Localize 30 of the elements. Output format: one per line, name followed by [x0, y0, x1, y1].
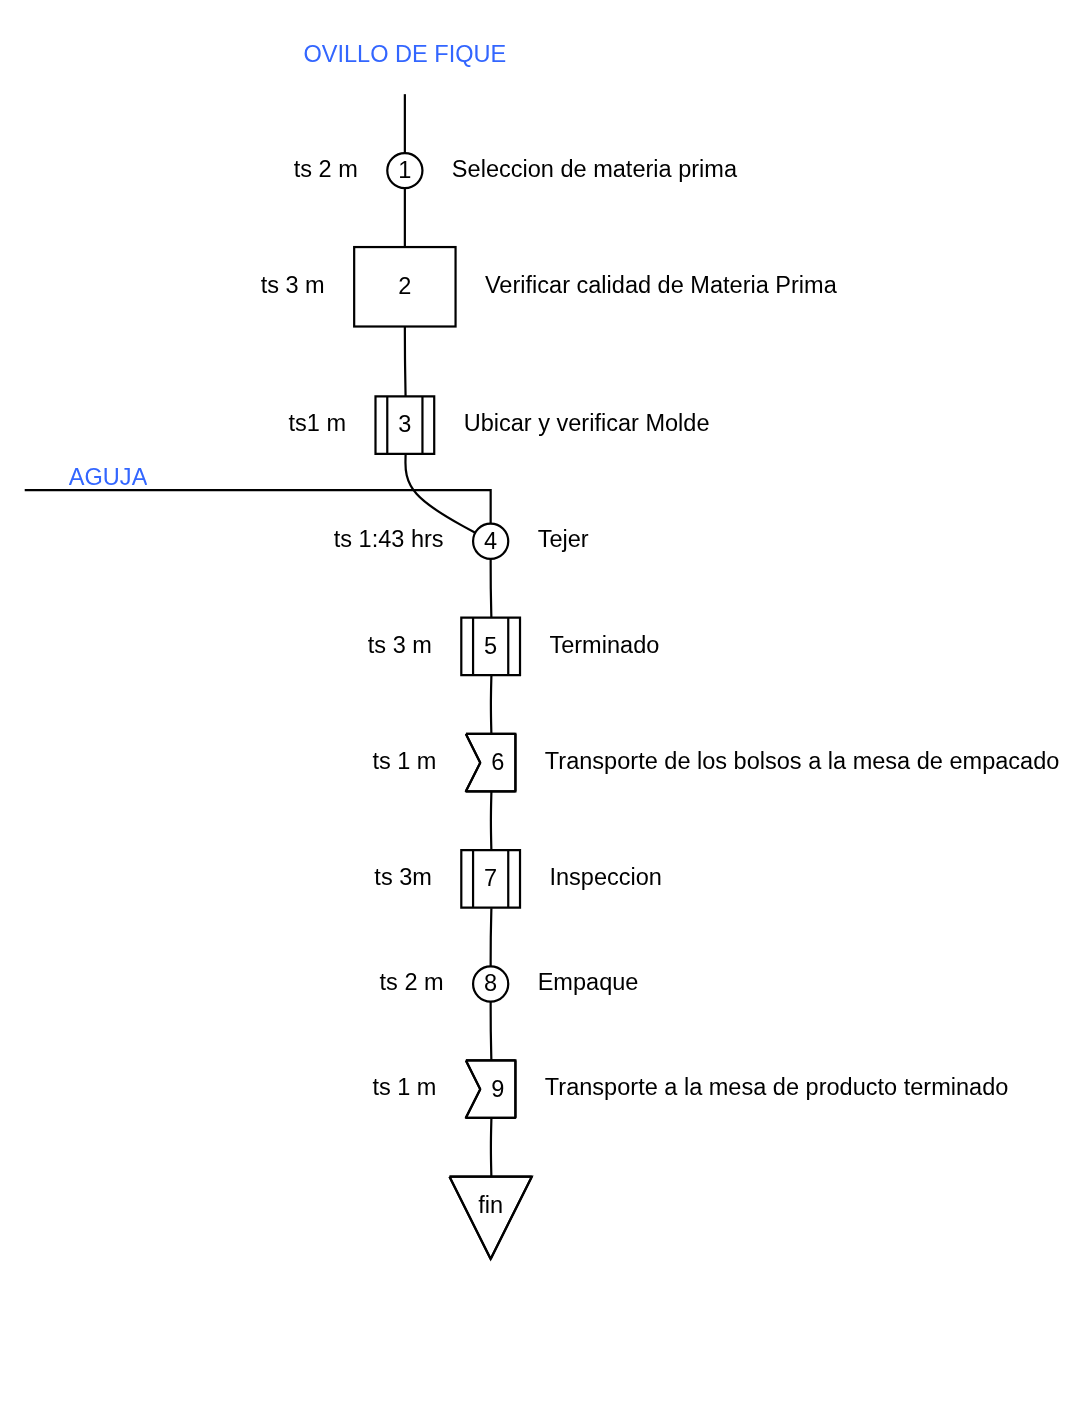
connector: [403, 188, 406, 248]
time-label: ts1 m: [288, 410, 347, 437]
connector: [489, 792, 493, 851]
node-text: OVILLO DE FIQUE: [303, 41, 507, 67]
step-description: Empaque: [537, 969, 639, 996]
step-description: Terminado: [549, 631, 660, 658]
step-description: Inspeccion: [549, 864, 662, 891]
node-circle: 1: [386, 151, 424, 190]
time-label: ts 3 m: [367, 631, 432, 658]
step-description: Verificar calidad de Materia Prima: [485, 272, 837, 298]
step-description: Ubicar y verificar Molde: [463, 410, 710, 437]
connector: [403, 94, 406, 153]
step-description: Transporte a la mesa de producto terminado: [544, 1074, 1009, 1101]
node-circle: 8: [471, 965, 510, 1003]
node-text: AGUJA: [68, 464, 148, 490]
connector: [404, 454, 476, 534]
step-description: Seleccion de materia prima: [451, 155, 737, 182]
time-label: ts 1 m: [372, 1074, 437, 1101]
time-label: ts 2 m: [293, 155, 358, 182]
time-label: ts 1:43 hrs: [333, 526, 444, 553]
connector: [24, 489, 492, 524]
time-label: ts 3m: [374, 864, 432, 891]
time-label: ts 3 m: [260, 272, 325, 298]
node-circle: 4: [471, 522, 510, 560]
step-description: Transporte de los bolsos a la mesa de empacado: [544, 747, 1060, 774]
step-description: Tejer: [537, 526, 589, 553]
time-label: ts 1 m: [372, 747, 437, 774]
connector: [489, 908, 493, 967]
time-label: ts 2 m: [379, 969, 444, 996]
node-box: 2: [353, 245, 457, 328]
